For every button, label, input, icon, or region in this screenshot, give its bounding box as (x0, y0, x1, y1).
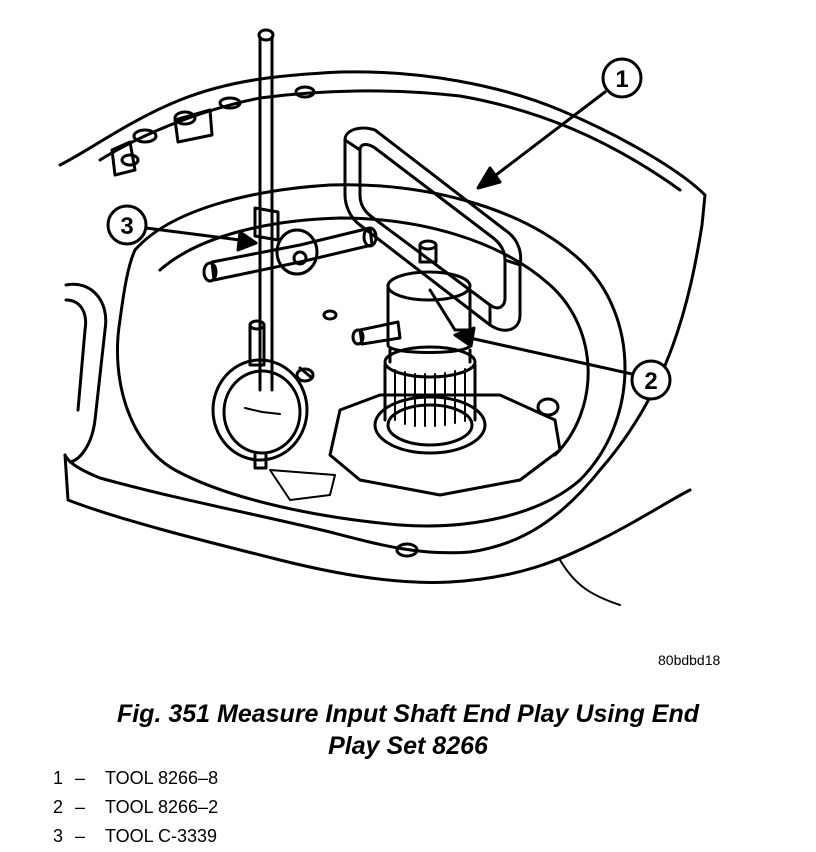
legend-label: TOOL 8266–8 (105, 768, 219, 788)
legend-item-2: 2–TOOL 8266–2 (53, 793, 218, 822)
input-shaft (269, 345, 562, 501)
callout-1-number: 1 (615, 66, 628, 93)
callout-3-number: 3 (120, 213, 133, 240)
callout-2-number: 2 (644, 368, 657, 395)
legend-number: 1 (53, 768, 64, 788)
legend-label: TOOL C-3339 (105, 826, 218, 846)
tool-c-3339 (202, 28, 378, 470)
legend-dash: – (75, 826, 86, 846)
caption-line-1: Fig. 351 Measure Input Shaft End Play Us… (116, 700, 700, 728)
legend-item-3: 3–TOOL C-3339 (53, 822, 218, 851)
callout-3: 3 (106, 204, 258, 252)
legend-number: 2 (53, 797, 64, 817)
legend-number: 3 (53, 826, 64, 846)
tool-8266-8 (343, 126, 523, 332)
callout-legend: 1–TOOL 8266–8 2–TOOL 8266–2 3–TOOL C-333… (53, 764, 218, 851)
legend-label: TOOL 8266–2 (105, 797, 219, 817)
legend-item-1: 1–TOOL 8266–8 (53, 764, 218, 793)
figure-code: 80bdbd18 (658, 652, 721, 668)
end-play-measurement-illustration: 1 2 3 (58, 28, 707, 606)
figure-caption: Fig. 351 Measure Input Shaft End Play Us… (0, 698, 816, 762)
legend-dash: – (75, 797, 86, 817)
callout-1: 1 (476, 57, 643, 190)
callout-2: 2 (453, 326, 672, 401)
caption-line-2: Play Set 8266 (328, 732, 488, 760)
legend-dash: – (75, 768, 86, 788)
transmission-housing (58, 70, 707, 606)
